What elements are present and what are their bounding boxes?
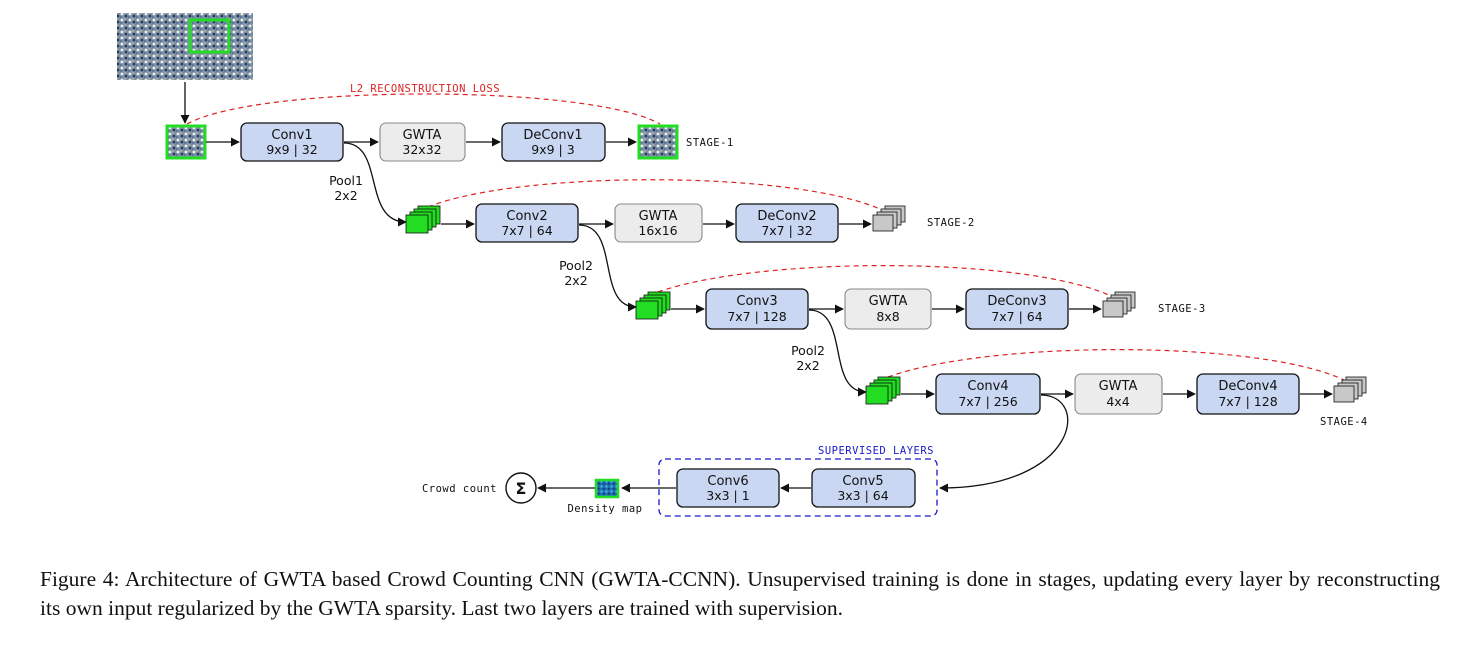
gwta2-box: GWTA 16x16	[614, 203, 703, 243]
conv2-params: 7x7 | 64	[501, 223, 552, 238]
gwta3-box: GWTA 8x8	[844, 288, 932, 330]
deconv1-title: DeConv1	[523, 128, 582, 143]
conv1-params: 9x9 | 32	[266, 142, 317, 157]
gwta4-params: 4x4	[1106, 394, 1129, 409]
gwta3-title: GWTA	[869, 294, 908, 309]
stage-1-label: STAGE-1	[686, 137, 734, 149]
deconv4-box: DeConv4 7x7 | 128	[1196, 373, 1300, 415]
conv6-params: 3x3 | 1	[706, 488, 749, 503]
gwta2-title: GWTA	[639, 209, 678, 224]
conv4-params: 7x7 | 256	[958, 394, 1017, 409]
l2-loss-label: L2 RECONSTRUCTION LOSS	[350, 83, 500, 95]
sum-node: Σ	[505, 472, 537, 504]
pool2-curve-a	[578, 224, 637, 312]
gwta4-title: GWTA	[1099, 379, 1138, 394]
stage-1-input-patch	[165, 124, 207, 160]
stage-3-label: STAGE-3	[1158, 303, 1206, 315]
gwta4-box: GWTA 4x4	[1074, 373, 1163, 415]
conv3-box: Conv3 7x7 | 128	[705, 288, 809, 330]
gwta1-box: GWTA 32x32	[379, 122, 466, 162]
gwta3-params: 8x8	[876, 309, 899, 324]
supervised-layers-group	[658, 458, 938, 517]
conv4-title: Conv4	[967, 379, 1008, 394]
conv1-box: Conv1 9x9 | 32	[240, 122, 344, 162]
architecture-diagram: L2 RECONSTRUCTION LOSS Conv1 9x9 | 32 GW…	[117, 13, 1368, 517]
stage-4-feature-maps	[865, 376, 901, 405]
figure-caption: Figure 4: Architecture of GWTA based Cro…	[40, 567, 1440, 620]
crowd-count-label: Crowd count	[422, 483, 497, 495]
supervised-layers-label: SUPERVISED LAYERS	[818, 445, 934, 457]
deconv1-params: 9x9 | 3	[531, 142, 574, 157]
conv1-title: Conv1	[271, 128, 312, 143]
pool1-title: Pool1	[329, 173, 363, 188]
stage-4-reconstruction	[1333, 376, 1367, 403]
conv2-box: Conv2 7x7 | 64	[475, 203, 579, 243]
gwta1-params: 32x32	[402, 142, 441, 157]
conv4-box: Conv4 7x7 | 256	[935, 373, 1041, 415]
conv5-title: Conv5	[842, 474, 883, 489]
conv5-box: Conv5 3x3 | 64	[811, 468, 916, 508]
loss-arc-stage-4	[887, 349, 1345, 381]
conv6-title: Conv6	[707, 474, 748, 489]
deconv3-params: 7x7 | 64	[991, 309, 1042, 324]
deconv2-title: DeConv2	[757, 209, 816, 224]
gwta1-title: GWTA	[403, 128, 442, 143]
stage-3-reconstruction	[1102, 291, 1136, 318]
stage-1-reconstruction	[637, 124, 679, 160]
deconv3-title: DeConv3	[987, 294, 1046, 309]
gwta2-params: 16x16	[638, 223, 677, 238]
pool2-title-a: Pool2	[559, 258, 593, 273]
pool2-curve-b	[808, 309, 867, 397]
density-map	[594, 478, 620, 499]
sum-symbol: Σ	[516, 479, 527, 498]
deconv3-box: DeConv3 7x7 | 64	[965, 288, 1069, 330]
pool1-curve	[343, 142, 407, 227]
conv3-title: Conv3	[736, 294, 777, 309]
conv3-params: 7x7 | 128	[727, 309, 786, 324]
conv5-params: 3x3 | 64	[837, 488, 888, 503]
deconv4-params: 7x7 | 128	[1218, 394, 1277, 409]
stage-3-feature-maps	[635, 291, 671, 320]
pool1-size: 2x2	[334, 188, 357, 203]
pool2-size-a: 2x2	[564, 273, 587, 288]
stage-2-reconstruction	[872, 205, 906, 232]
deconv2-box: DeConv2 7x7 | 32	[735, 203, 839, 243]
stage-4-label: STAGE-4	[1320, 416, 1368, 428]
density-map-label: Density map	[567, 503, 642, 515]
stage-2-label: STAGE-2	[927, 217, 975, 229]
conv4-to-conv5-curve	[939, 394, 1069, 493]
conv6-box: Conv6 3x3 | 1	[676, 468, 780, 508]
pool2-size-b: 2x2	[796, 358, 819, 373]
deconv4-title: DeConv4	[1218, 379, 1277, 394]
pool2-title-b: Pool2	[791, 343, 825, 358]
loss-arc-stage-1	[186, 93, 661, 125]
deconv1-box: DeConv1 9x9 | 3	[501, 122, 606, 162]
conv2-title: Conv2	[506, 209, 547, 224]
loss-arc-stage-2	[427, 179, 885, 212]
deconv2-params: 7x7 | 32	[761, 223, 812, 238]
input-crowd-image	[117, 13, 253, 80]
stage-2-feature-maps	[405, 205, 441, 234]
loss-arc-stage-3	[657, 265, 1114, 298]
